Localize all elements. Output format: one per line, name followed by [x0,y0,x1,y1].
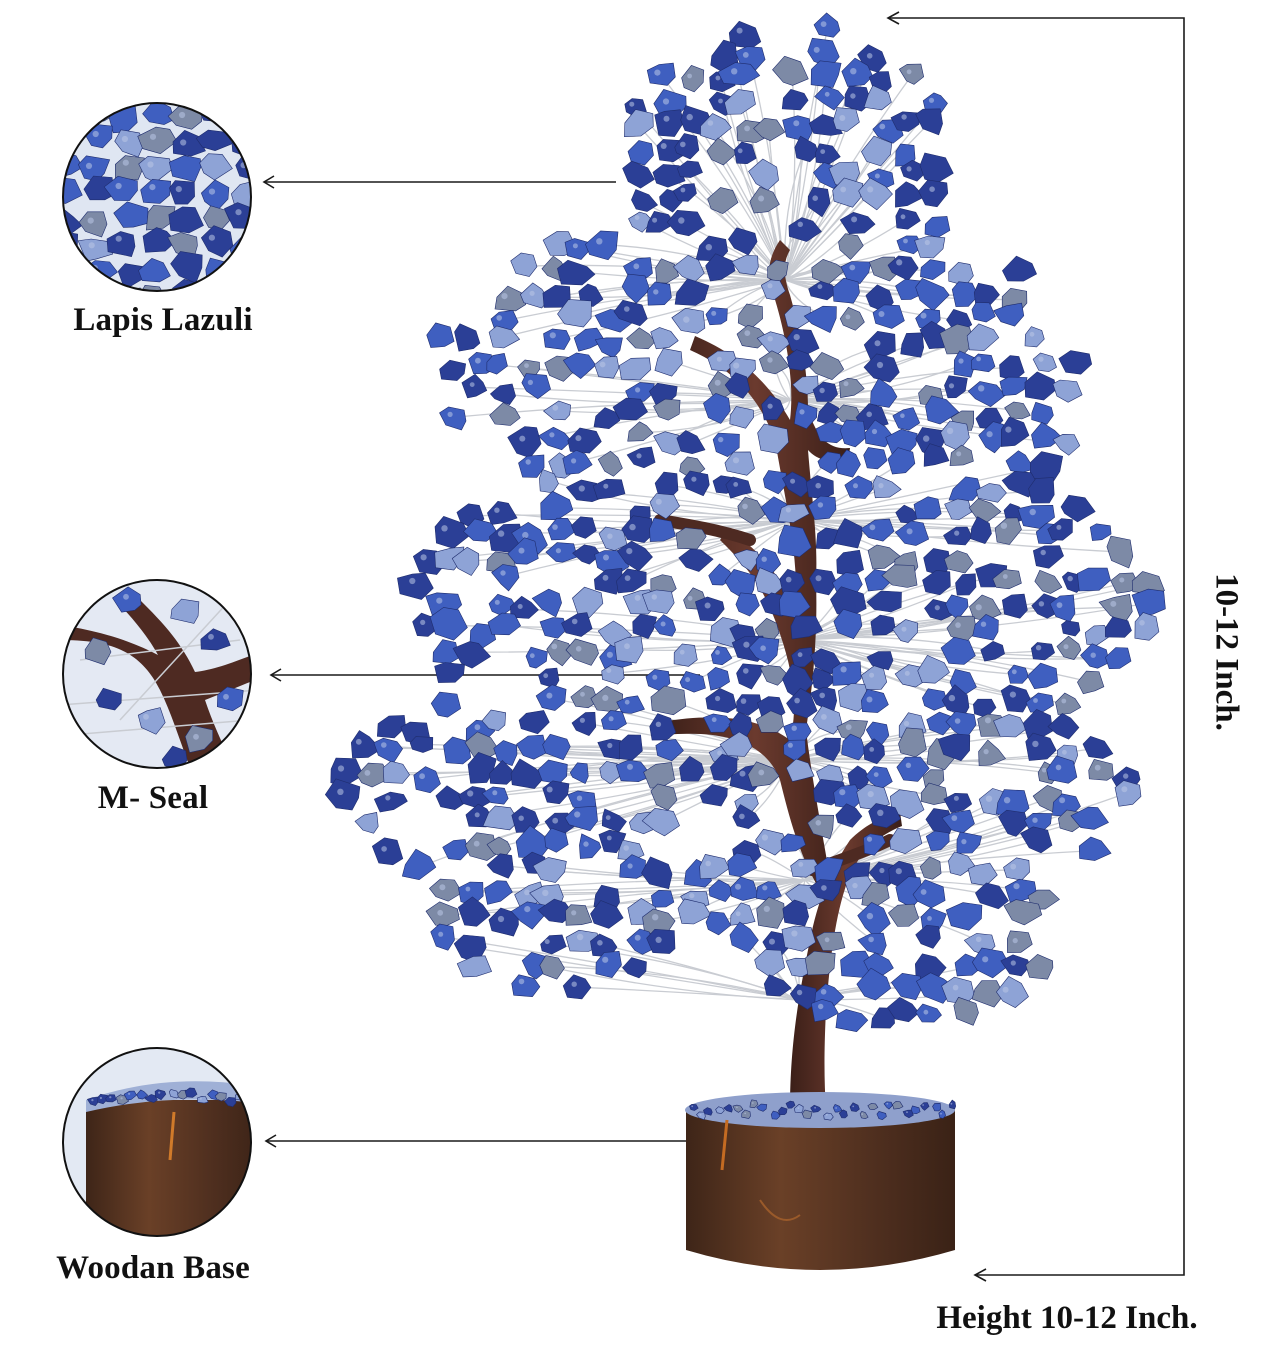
arrow-wooden-base [264,1134,688,1148]
height-dimension-bracket [886,11,1185,1282]
callout-circle-border [62,1047,252,1237]
arrowhead-bottom-icon [973,1268,987,1282]
callout-circle-border [62,579,252,769]
vertical-height-label: 10-12 Inch. [1208,573,1245,731]
label-lapis-lazuli: Lapis Lazuli [73,302,253,338]
height-label: Height 10-12 Inch. [936,1300,1198,1336]
m-seal-image [63,580,251,768]
wooden-base [685,1092,957,1270]
label-m-seal: M- Seal [97,780,209,816]
lapis-stones-image [63,103,251,291]
arrow-lapis [262,175,616,189]
wooden-base-image [63,1048,251,1236]
arrowhead-top-icon [886,11,900,25]
label-wooden-base: Woodan Base [56,1250,250,1286]
gemstone-leaves [324,12,1166,1033]
arrow-m-seal [269,668,700,682]
callout-circle-border [62,102,252,292]
